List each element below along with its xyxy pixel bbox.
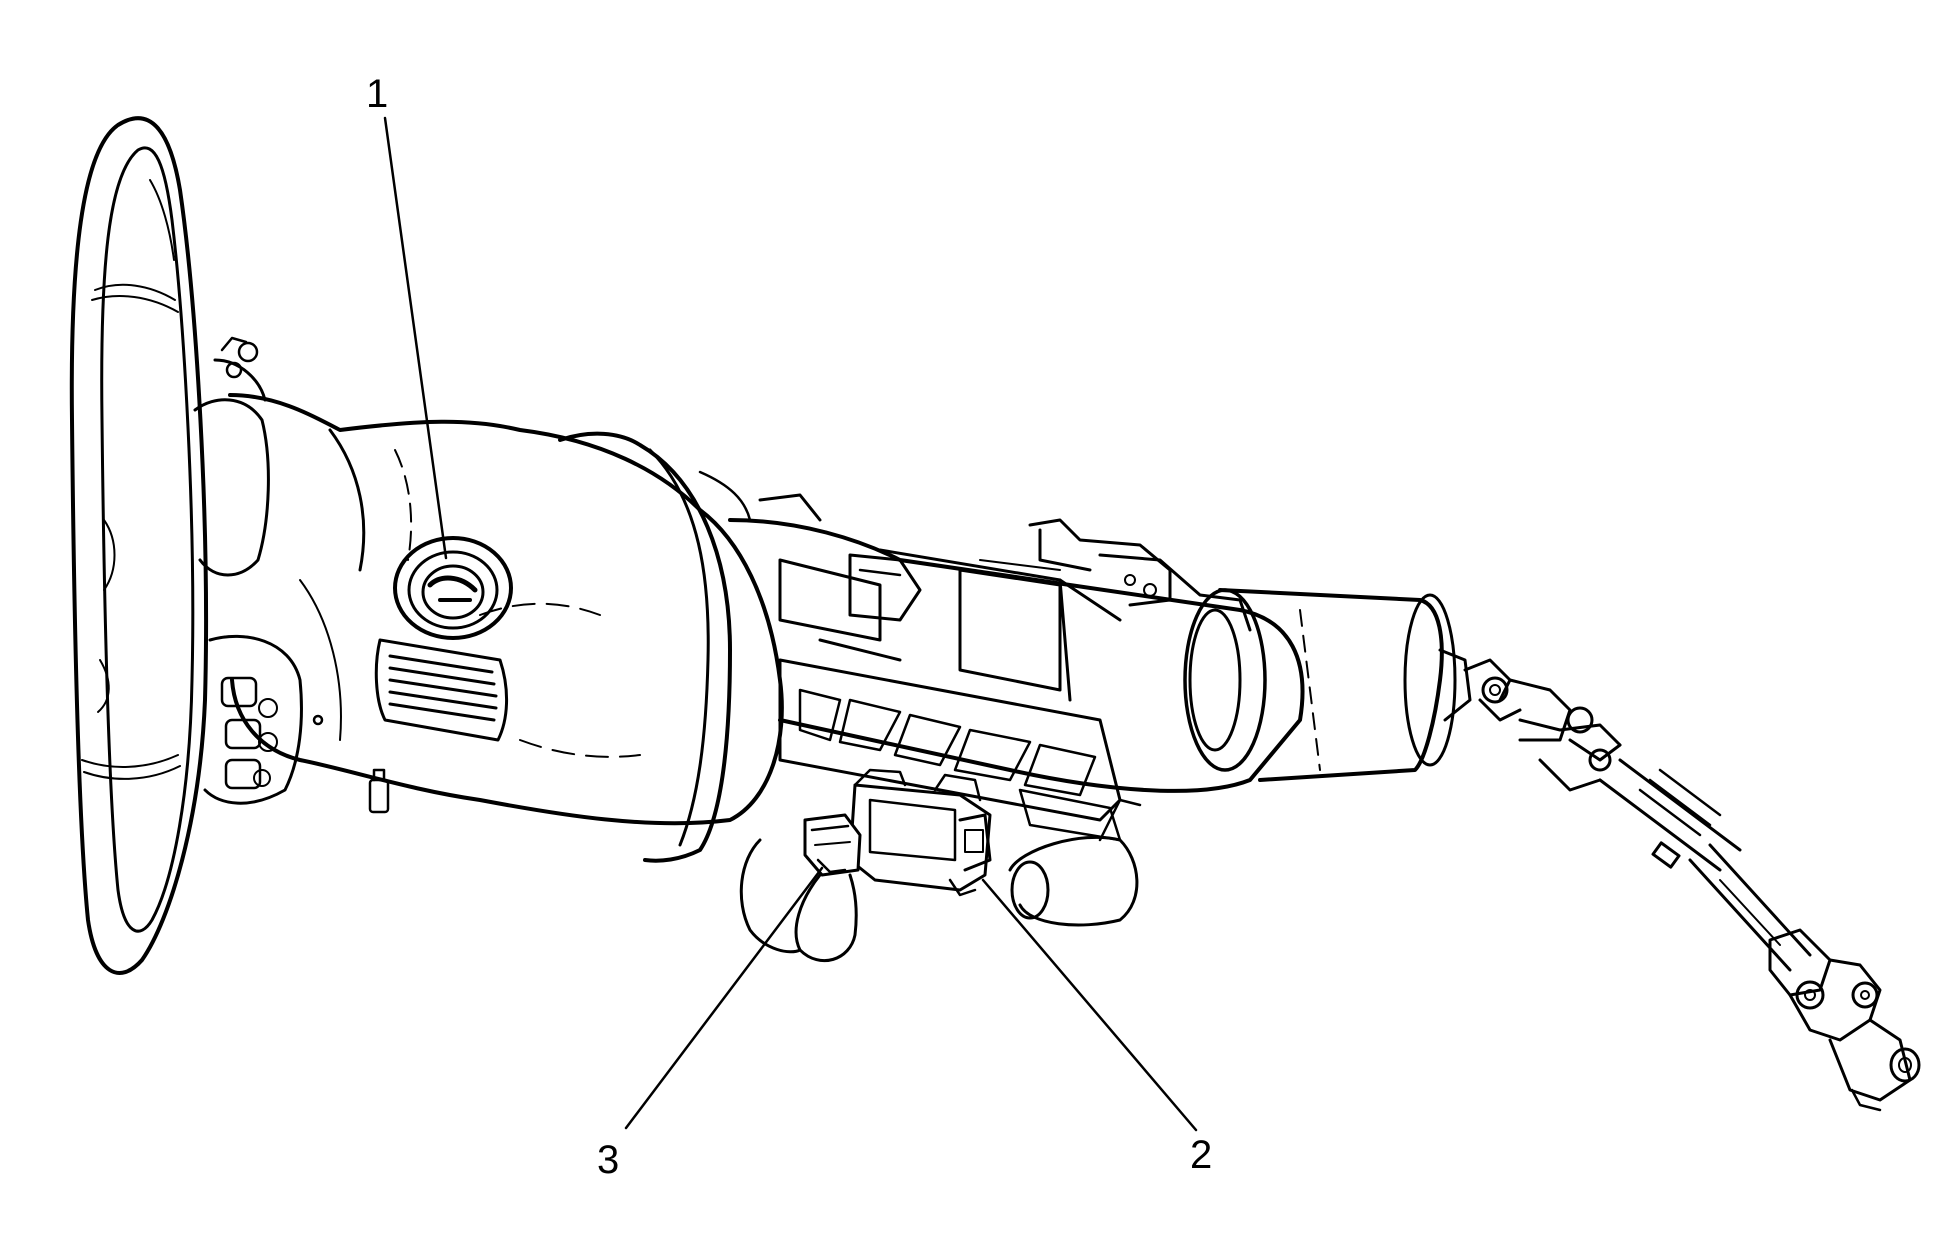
leader-line-3 (624, 866, 824, 1130)
leader-line-1 (383, 116, 448, 560)
callout-label-2: 2 (1190, 1133, 1213, 1177)
lower-column-jacket (1183, 588, 1472, 782)
column-truss-bracket (778, 658, 1122, 842)
column-housing (728, 493, 1305, 793)
column-electrical-module (848, 768, 992, 897)
intermediate-steering-shaft (1463, 658, 1812, 972)
shroud-vent-grille (368, 638, 508, 814)
steering-wheel-hub (97, 336, 303, 805)
steering-wheel (69, 116, 209, 975)
lower-shroud-flange (558, 431, 752, 863)
callout-label-1: 1 (366, 72, 389, 116)
callout-leader-lines (383, 116, 1198, 1132)
callout-label-3: 3 (597, 1138, 620, 1182)
lower-universal-joint (1768, 928, 1921, 1112)
wiring-harness-connector (739, 813, 862, 963)
leader-line-2 (981, 878, 1198, 1132)
ignition-lock-cylinder (393, 536, 513, 640)
column-mounting-bracket (848, 518, 1252, 632)
lower-column-cylinder (1008, 798, 1142, 927)
